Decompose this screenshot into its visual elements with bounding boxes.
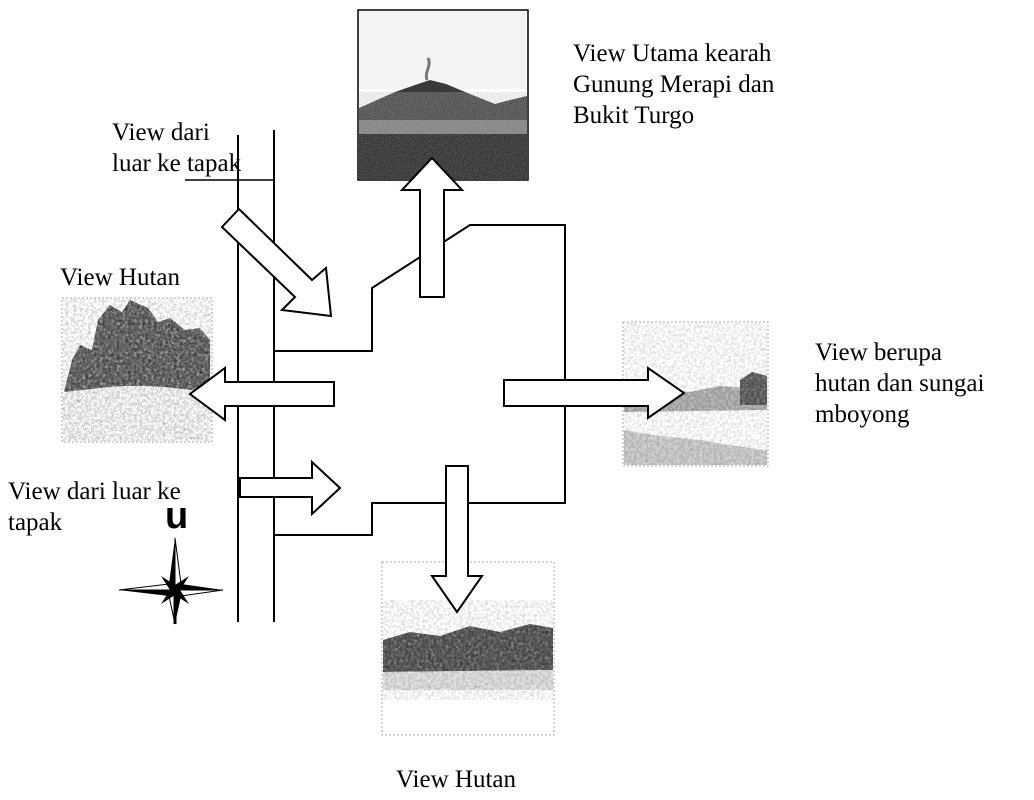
north-letter: u [165,495,189,537]
label-river-view-right-line-1: View berupa [815,339,942,366]
photo-merapi [357,9,529,181]
arrow-up-main-view [399,156,465,298]
label-forest-view-left: View Hutan [60,262,180,293]
label-river-view-right-line-3: mboyong [815,401,910,428]
label-main-view: View Utama kearah Gunung Merapi dan Buki… [573,38,774,131]
label-main-view-line-3: Bukit Turgo [573,102,695,129]
arrow-diagonal-outside-view [220,207,333,318]
site-boundary [274,224,566,536]
label-outside-view-top-line-2: luar ke tapak [112,150,242,177]
arrow-right-river-view [503,366,686,420]
label-river-view-right: View berupa hutan dan sungai mboyong [815,337,984,430]
label-outside-view-bottom-line-2: tapak [8,509,63,536]
arrow-left-forest-view [188,366,335,422]
compass-rose-icon [118,537,224,625]
label-outside-view-bottom-line-1: View dari luar ke [8,478,181,505]
photo-forest-left [61,297,213,443]
view-arrows [188,156,686,614]
arrow-down-forest-view [430,465,484,614]
label-forest-view-bottom-line-1: View Hutan [396,766,516,793]
label-outside-view-bottom: View dari luar ke tapak [8,476,181,538]
label-outside-view-top: View dari luar ke tapak [112,117,241,179]
label-forest-view-left-line-1: View Hutan [60,264,180,291]
arrow-right-outside-view [239,459,342,517]
label-main-view-line-1: View Utama kearah [573,40,772,67]
label-outside-view-top-line-1: View dari [112,119,210,146]
label-river-view-right-line-2: hutan dan sungai [815,370,985,397]
label-forest-view-bottom: View Hutan [396,764,516,795]
label-main-view-line-2: Gunung Merapi dan [573,71,775,98]
